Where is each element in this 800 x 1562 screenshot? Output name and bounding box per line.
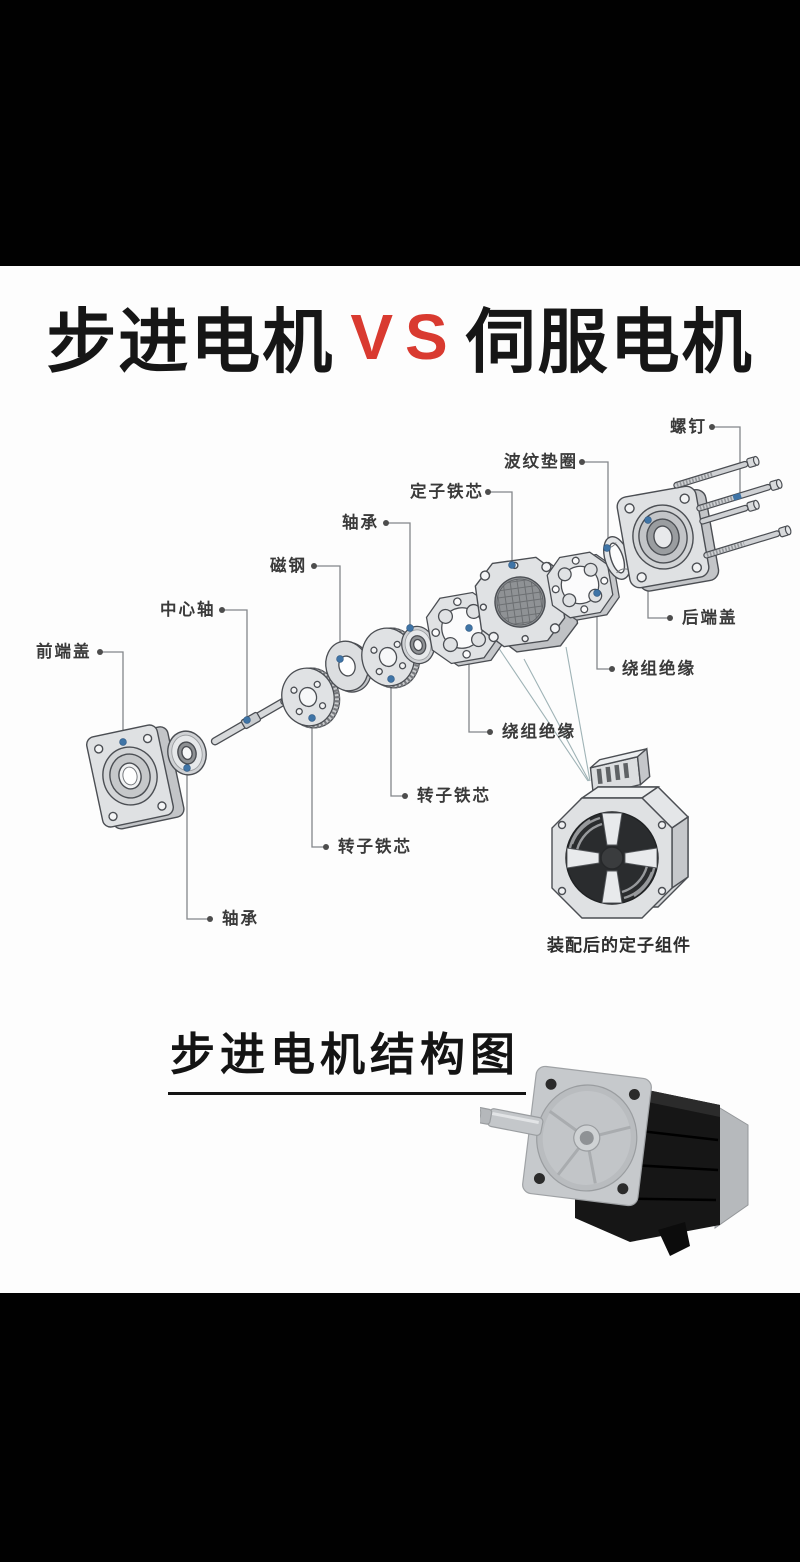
letterbox-bottom: [0, 1293, 800, 1562]
label-winding-insulation-left: 绕组绝缘: [502, 723, 576, 741]
label-rotor-core-left: 转子铁芯: [338, 838, 412, 856]
label-center-shaft: 中心轴: [160, 601, 216, 619]
label-magnet: 磁钢: [270, 557, 307, 575]
label-wave-washer: 波纹垫圈: [504, 453, 578, 471]
stepper-motor-photo: [480, 1065, 749, 1256]
label-rotor-core-right: 转子铁芯: [417, 787, 491, 805]
footer-title: 步进电机结构图: [168, 1018, 527, 1095]
rear-end-cover-part: [616, 485, 720, 592]
label-bearing-bottom: 轴承: [222, 910, 259, 928]
magnet-disc-part: [325, 640, 373, 693]
label-rear-cover: 后端盖: [682, 609, 738, 627]
motor-shaft: [480, 1106, 544, 1136]
content-area: 步进电机 VS 伺服电机: [0, 266, 800, 1293]
exploded-diagram: 螺钉 波纹垫圈 定子铁芯 轴承 磁钢 中心轴 前端盖 后端盖 绕组绝缘 绕组绝缘…: [0, 400, 800, 970]
motor-front-flange: [480, 1065, 652, 1207]
bearing-front-part: [167, 730, 207, 776]
main-title: 步进电机 VS 伺服电机: [0, 286, 800, 387]
title-left: 步进电机: [46, 303, 335, 381]
callout-lines: [100, 426, 741, 920]
connector-part: [589, 747, 651, 797]
label-screw: 螺钉: [670, 418, 707, 436]
rotor-core-1-part: [281, 667, 341, 729]
marker-dots: [119, 516, 652, 772]
winding-insulation-1-part: [425, 591, 506, 667]
letterbox-top: [0, 0, 800, 266]
front-end-cover-part: [86, 724, 185, 830]
label-bearing-top: 轴承: [342, 514, 379, 532]
assembled-stator-part: [551, 747, 690, 919]
stator-assembly-caption: 装配后的定子组件: [547, 936, 691, 955]
title-vs: VS: [350, 300, 460, 373]
bearing-rear-part: [401, 625, 435, 665]
label-stator-core: 定子铁芯: [410, 483, 484, 501]
label-winding-insulation-right: 绕组绝缘: [622, 660, 696, 678]
exploded-diagram-drawing: [86, 424, 792, 922]
screws-part: [673, 455, 792, 559]
label-front-cover: 前端盖: [36, 643, 92, 661]
assembly-converge-lines: [497, 646, 591, 782]
label-end-dots: [97, 424, 715, 922]
title-right: 伺服电机: [465, 303, 754, 381]
motor-cable-tab: [658, 1222, 690, 1256]
